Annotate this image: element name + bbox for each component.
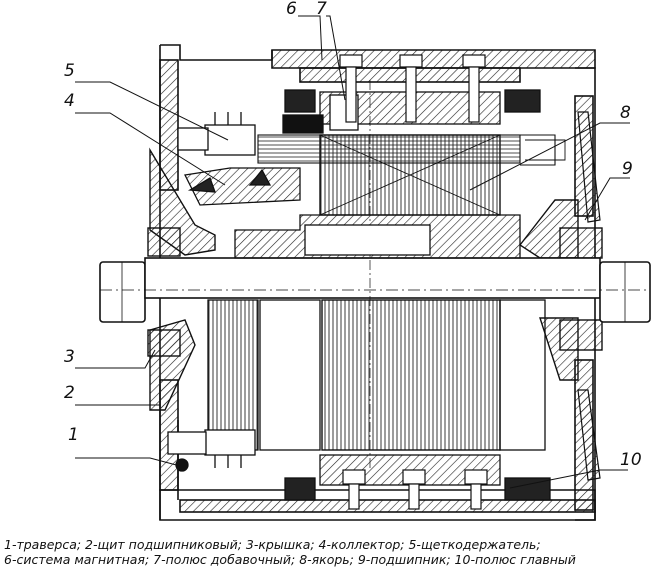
shaft	[99, 257, 651, 323]
brush-holder	[204, 112, 256, 468]
commutator	[184, 167, 301, 451]
callout-6: 6	[286, 0, 297, 19]
callout-1: 1	[68, 425, 79, 445]
traverse	[167, 127, 209, 472]
callout-9: 9	[622, 159, 633, 179]
bearing-shield-left	[147, 147, 216, 411]
callout-7: 7	[316, 0, 327, 19]
pole-bolts	[339, 54, 488, 510]
callout-8: 8	[620, 103, 631, 123]
commutator-risers	[257, 134, 566, 166]
callout-2: 2	[64, 383, 75, 403]
callout-5: 5	[64, 61, 75, 81]
armature-hub	[234, 214, 546, 451]
bearing-shield-right	[518, 199, 603, 381]
legend-line-1: 1-траверса; 2-щит подшипниковый; 3-крышк…	[4, 537, 541, 552]
right-end-plate	[577, 111, 601, 481]
legend-line-2: 6-система магнитная; 7-полюс добавочный;…	[4, 552, 576, 567]
callout-leaders	[75, 15, 630, 489]
callout-4: 4	[64, 91, 75, 111]
callout-10: 10	[620, 450, 642, 470]
callout-3: 3	[64, 347, 75, 367]
